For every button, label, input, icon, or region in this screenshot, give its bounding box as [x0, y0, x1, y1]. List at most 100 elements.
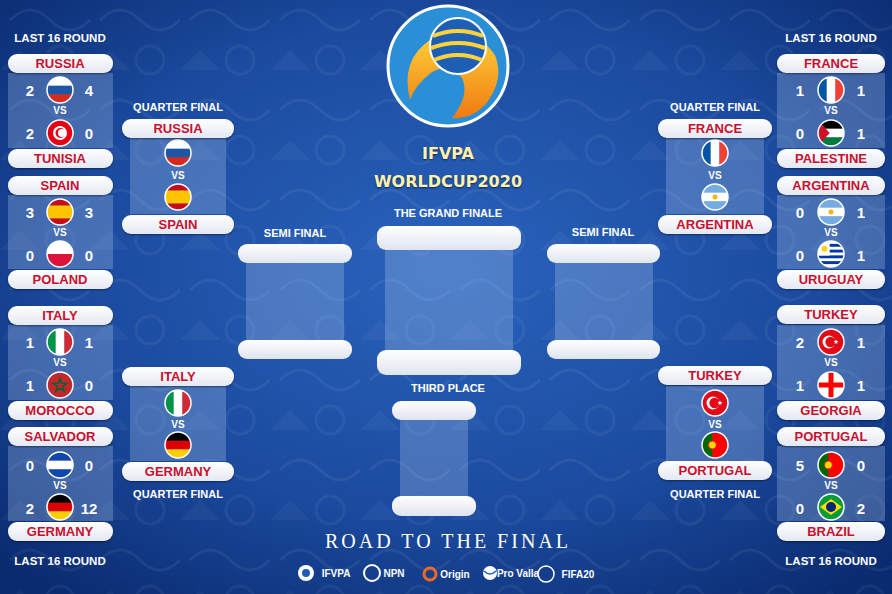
round-heading: SEMI FINAL	[568, 224, 638, 241]
match-panel	[777, 195, 885, 269]
flag-part	[47, 503, 73, 512]
node-text: POLAND	[33, 272, 88, 287]
flag-part	[834, 339, 839, 344]
flag-icon	[818, 372, 844, 398]
empty-slot-bar	[238, 340, 352, 359]
score-number: 2	[857, 500, 865, 517]
empty-slot-bar	[377, 226, 521, 250]
logo-ball	[430, 18, 486, 74]
match-panel	[246, 263, 344, 340]
flag-icon	[818, 199, 844, 225]
flag-part	[822, 246, 828, 252]
flag-part	[58, 129, 66, 137]
flag-icon	[47, 329, 73, 355]
flag-icon	[47, 120, 73, 146]
node-text: FRANCE	[688, 121, 742, 136]
empty-slot-bar	[392, 496, 476, 516]
valla-icon	[484, 571, 496, 574]
flag-part	[829, 210, 834, 215]
node-text: PORTUGAL	[795, 429, 868, 444]
team-box: BRAZIL	[777, 522, 885, 541]
team-box: ITALY	[122, 367, 234, 386]
flag-part	[165, 149, 191, 158]
npn-icon	[364, 565, 380, 581]
flag-part	[818, 329, 844, 355]
flag-icon	[165, 432, 191, 458]
flag-icon	[818, 241, 844, 267]
team-box: SPAIN	[8, 176, 113, 195]
team-box: TUNISIA	[8, 149, 113, 168]
round-label: LAST 16 ROUND	[785, 32, 876, 44]
match-panel	[385, 250, 513, 350]
flag-part	[47, 206, 73, 213]
empty-slot-bar	[377, 350, 521, 375]
score-number: 1	[857, 247, 865, 264]
flag-part	[827, 77, 836, 103]
flag-ring	[47, 452, 73, 478]
round-label: LAST 16 ROUND	[14, 555, 105, 567]
team-box: FRANCE	[658, 119, 772, 138]
score-number: 0	[796, 125, 804, 142]
score-number: 0	[85, 457, 93, 474]
flag-icon	[47, 372, 73, 398]
match-panel	[8, 73, 113, 148]
node-text: RUSSIA	[35, 56, 84, 71]
flag-part	[825, 337, 835, 347]
score-number: 2	[26, 82, 34, 99]
score-number: 1	[857, 204, 865, 221]
flag-ring	[702, 140, 728, 166]
team-box: SPAIN	[122, 215, 234, 234]
flag-part	[713, 195, 718, 200]
team-box: TURKEY	[777, 305, 885, 324]
flag-ring	[47, 241, 73, 267]
versus-label: VS	[53, 357, 66, 368]
node-text: THIRD PLACE	[411, 382, 485, 395]
flag-icon	[818, 120, 844, 146]
flag-icon	[818, 329, 844, 355]
match-panel	[777, 446, 885, 521]
flag-part	[47, 86, 73, 95]
node-text: PORTUGAL	[679, 463, 752, 478]
flag-part	[818, 383, 844, 388]
node-text: RUSSIA	[153, 121, 202, 136]
flag-part	[824, 461, 832, 469]
flag-icon	[818, 77, 844, 103]
empty-slot-bar	[547, 340, 660, 359]
flag-part	[820, 499, 842, 515]
empty-slot-bar	[238, 244, 352, 263]
flag-ring	[165, 140, 191, 166]
flag-part	[47, 120, 73, 146]
round-heading: THE GRAND FINALE	[390, 205, 506, 222]
flag-icon	[47, 452, 73, 478]
flag-part	[53, 126, 67, 140]
node-text: SEMI FINAL	[572, 226, 634, 239]
flag-part	[818, 255, 844, 258]
flag-ring	[165, 390, 191, 416]
node-text: BRAZIL	[807, 524, 855, 539]
logo-ring	[388, 6, 508, 126]
team-box: ARGENTINA	[777, 176, 885, 195]
score-number: 4	[85, 82, 93, 99]
flag-icon	[165, 390, 191, 416]
empty-slot-bar	[392, 401, 476, 420]
node-text: MOROCCO	[25, 403, 94, 418]
score-number: 0	[85, 377, 93, 394]
versus-label: VS	[53, 105, 66, 116]
sponsor-name: Pro Valla	[497, 568, 539, 579]
score-number: 0	[796, 247, 804, 264]
flag-part	[709, 398, 719, 408]
flag-icon	[702, 140, 728, 166]
node-text: FRANCE	[804, 56, 858, 71]
flag-part	[56, 329, 65, 355]
flag-part	[47, 461, 73, 470]
flags	[47, 77, 844, 520]
flag-part	[708, 441, 716, 449]
match-panel	[8, 325, 113, 400]
node-text: TURKEY	[804, 307, 857, 322]
node-text: TURKEY	[688, 368, 741, 383]
team-box: TURKEY	[658, 366, 772, 385]
flag-part	[818, 208, 844, 217]
flag-part	[47, 254, 73, 267]
